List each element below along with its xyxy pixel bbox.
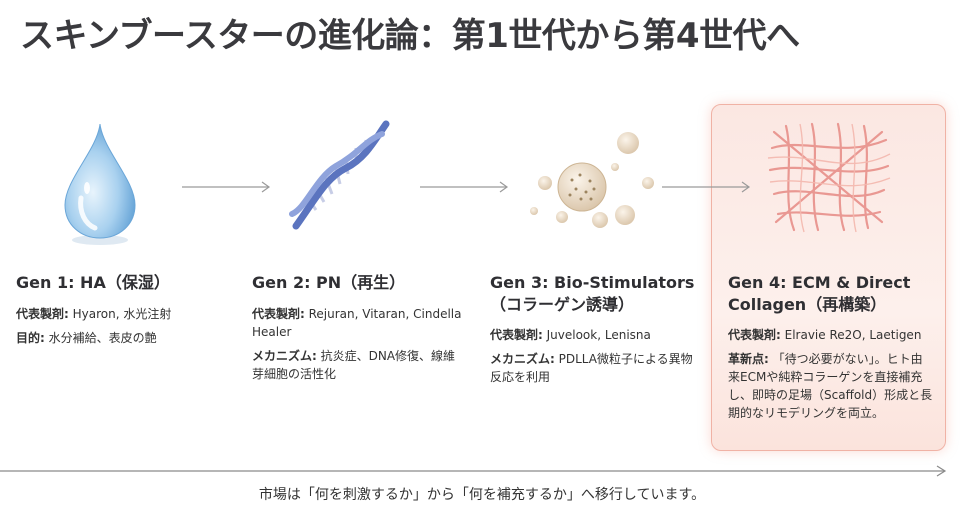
gen2-products-value: Rejuran, Vitaran, Cindella Healer [252, 307, 462, 339]
arrow-gen3-to-gen4 [662, 181, 751, 193]
collagen-mesh-icon [767, 122, 891, 233]
arrow-gen2-to-gen3 [420, 181, 509, 193]
gen4-products-value: Elravie Re2O, Laetigen [780, 328, 922, 342]
timeline-arrow [0, 465, 947, 477]
page-title: スキンブースターの進化論：第1世代から第4世代へ [20, 16, 800, 56]
gen1-heading: Gen 1: HA（保湿） [16, 273, 170, 292]
gen3-products-value: Juvelook, Lenisna [542, 328, 651, 342]
gen2-products-label: 代表製剤: [252, 307, 305, 321]
gen3-mechanism-label: メカニズム: [490, 352, 555, 366]
gen4-heading-line1: Gen 4: ECM & Direct [728, 273, 911, 292]
gen2-details: 代表製剤: Rejuran, Vitaran, Cindella Healer … [252, 305, 462, 389]
gen2-mechanism-label: メカニズム: [252, 349, 317, 363]
gen3-heading: Gen 3: Bio-Stimulators （コラーゲン誘導） [490, 272, 694, 316]
gen1-products-label: 代表製剤: [16, 307, 69, 321]
arrow-gen1-to-gen2 [182, 181, 271, 193]
gen3-heading-line2: （コラーゲン誘導） [490, 295, 635, 314]
gen1-products-value: Hyaron, 水光注射 [68, 307, 172, 321]
gen4-details: 代表製剤: Elravie Re2O, Laetigen 革新点: 「待つ必要が… [728, 326, 933, 428]
gen2-mechanism-value: 抗炎症、DNA修復、線維芽細胞の活性化 [252, 349, 456, 381]
microspheres-icon [530, 132, 654, 228]
gen1-purpose-label: 目的: [16, 331, 45, 345]
water-drop-icon [64, 123, 136, 245]
gen4-innovation-value: 「待つ必要がない」。ヒト由来ECMや純粋コラーゲンを直接補充し、即時の足場（Sc… [728, 352, 933, 420]
gen3-heading-line1: Gen 3: Bio-Stimulators [490, 273, 695, 292]
footer-summary: 市場は「何を刺激するか」から「何を補充するか」へ移行しています。 [258, 487, 706, 503]
gen1-details: 代表製剤: Hyaron, 水光注射 目的: 水分補給、表皮の艶 [16, 305, 216, 353]
gen1-purpose-value: 水分補給、表皮の艶 [44, 331, 157, 345]
dna-helix-icon [289, 120, 390, 230]
gen4-heading-line2: Collagen（再構築） [728, 295, 887, 314]
gen4-heading: Gen 4: ECM & Direct Collagen（再構築） [728, 272, 910, 316]
gen3-details: 代表製剤: Juvelook, Lenisna メカニズム: PDLLA微粒子に… [490, 326, 700, 392]
gen4-innovation-label: 革新点: [728, 352, 769, 366]
gen4-products-label: 代表製剤: [728, 328, 781, 342]
gen2-heading: Gen 2: PN（再生） [252, 273, 406, 292]
gen3-mechanism-value: PDLLA微粒子による異物反応を利用 [490, 352, 693, 384]
gen3-products-label: 代表製剤: [490, 328, 543, 342]
